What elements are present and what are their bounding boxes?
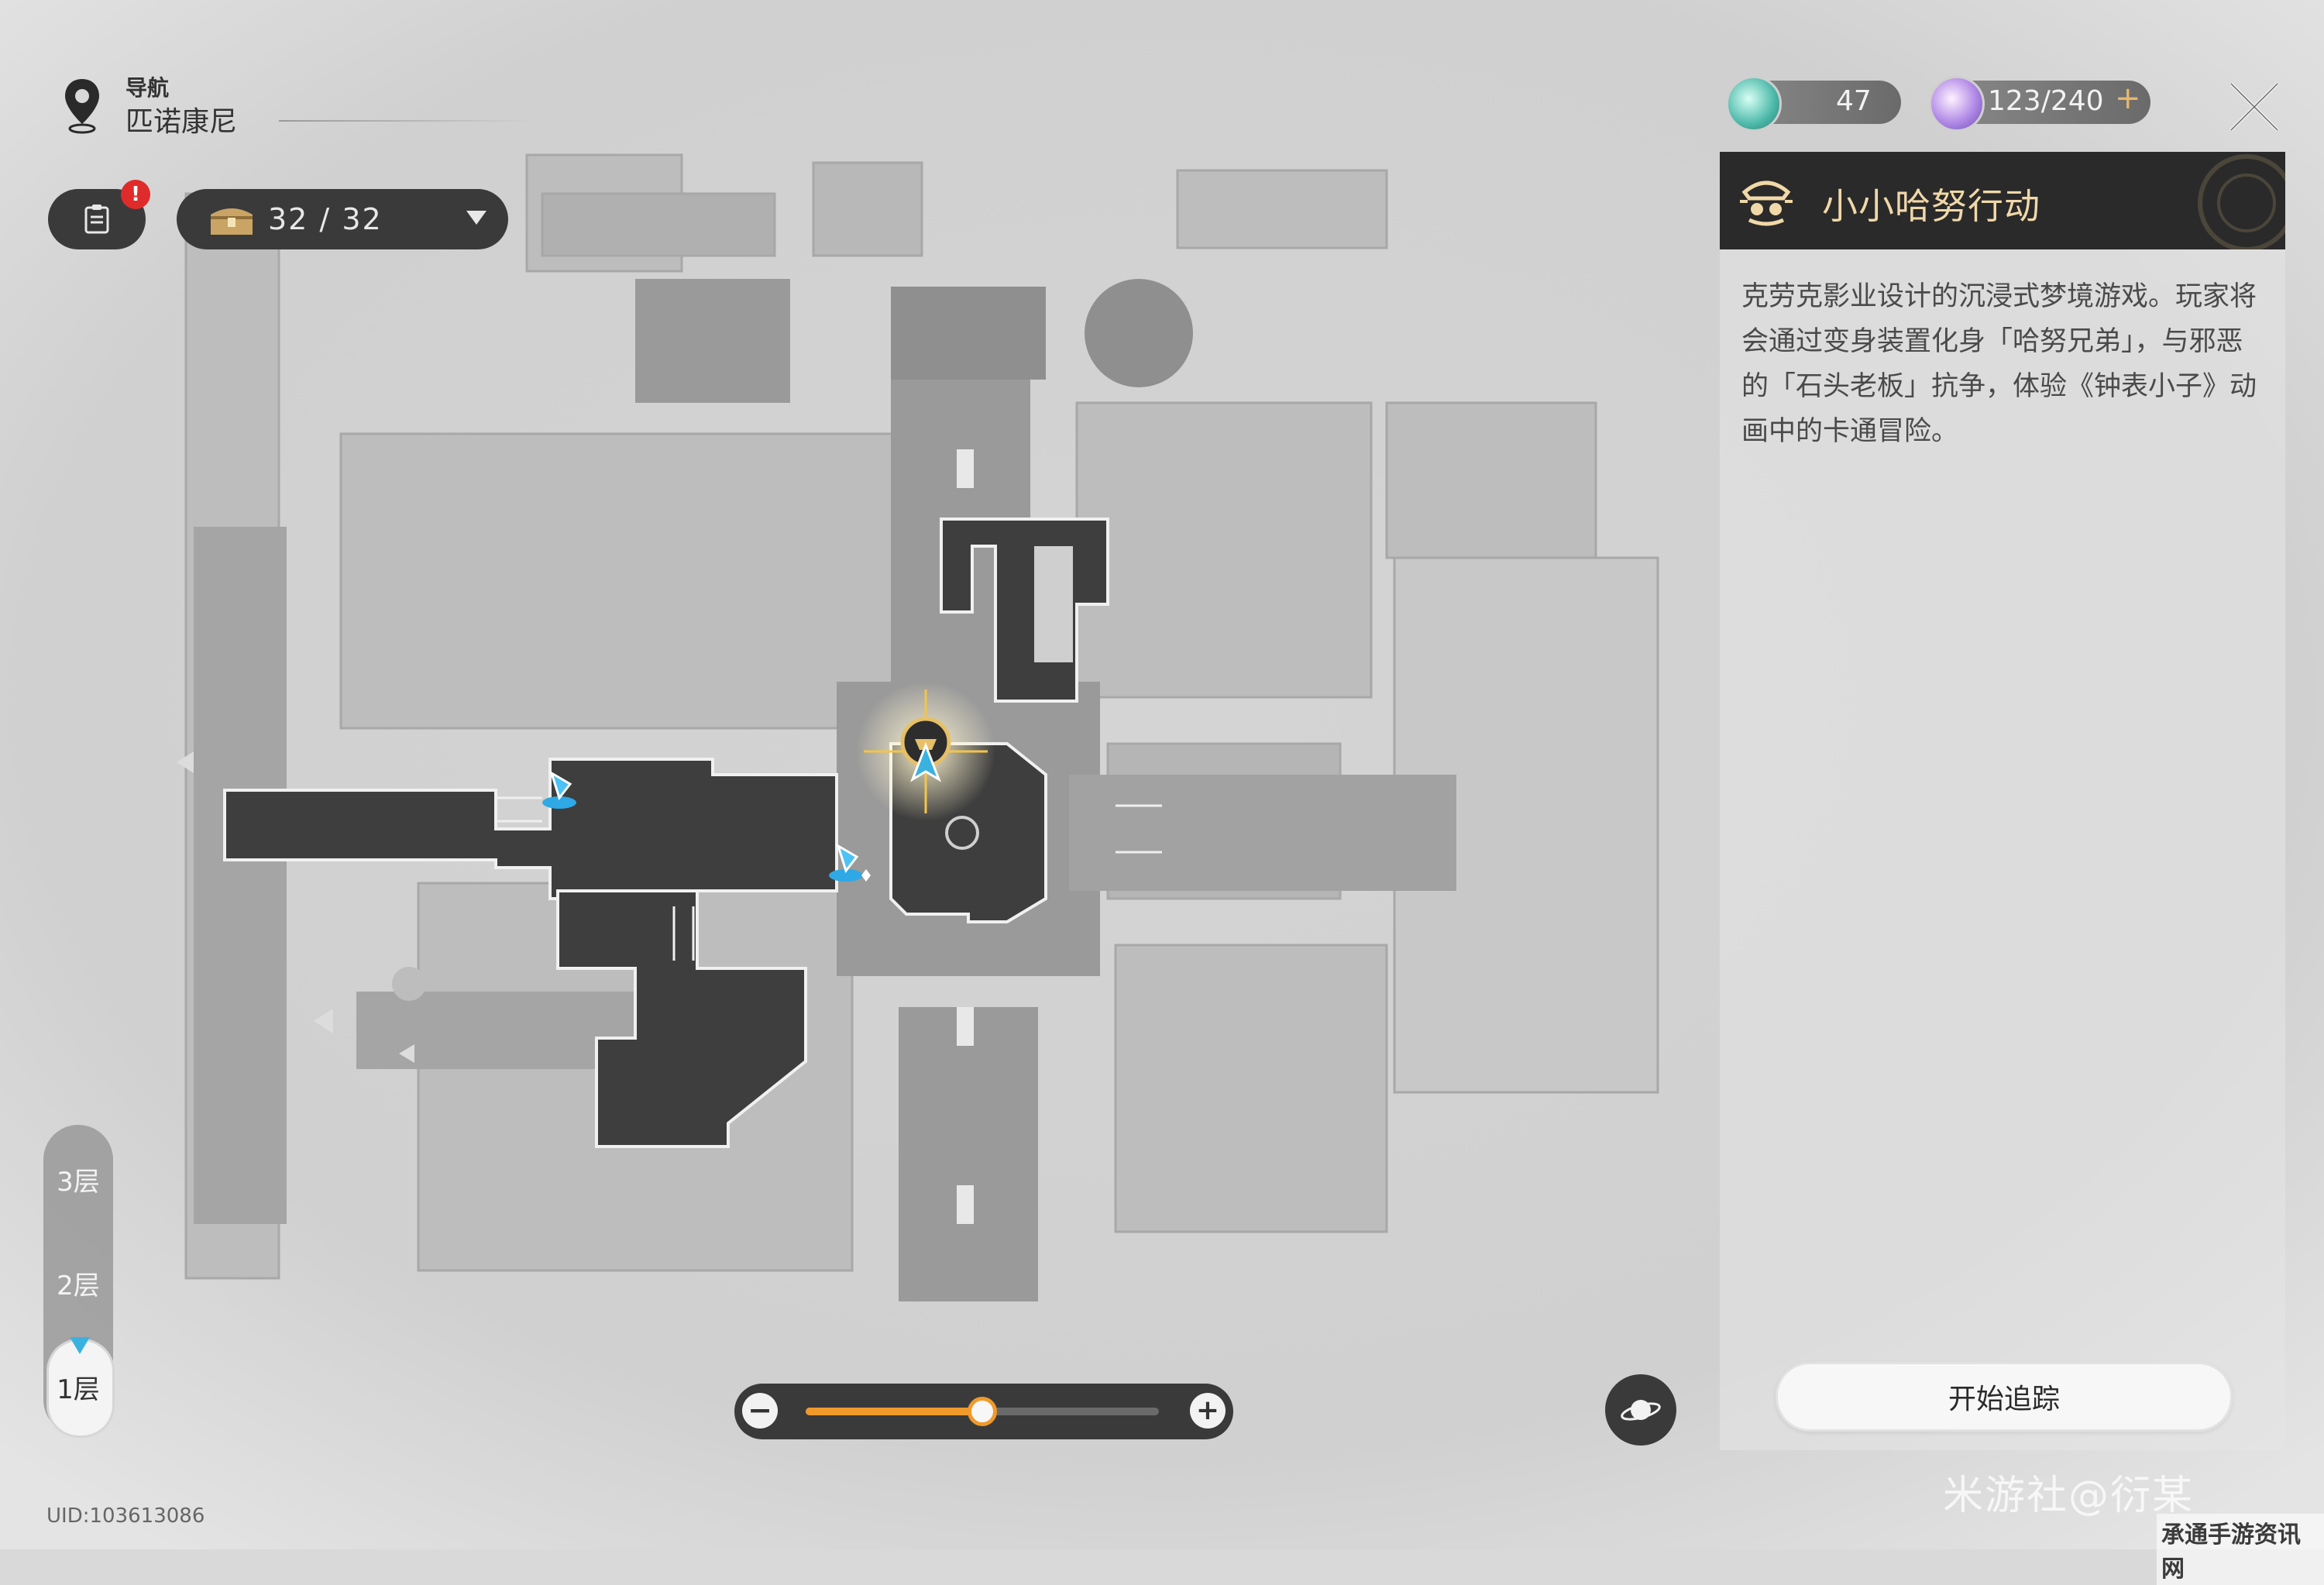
power-icon <box>1929 76 1985 132</box>
map-stairs <box>496 796 1162 961</box>
space-anchor-icon[interactable] <box>829 843 871 882</box>
navigation-label: 导航 <box>125 75 170 101</box>
map-exit-arrows <box>177 751 414 1063</box>
floor-2-button[interactable]: 2层 <box>57 1270 100 1301</box>
chevron-down-icon <box>466 211 486 225</box>
space-anchor-icon[interactable] <box>542 770 576 809</box>
panel-header <box>1720 152 2285 249</box>
panel-decoration-icon <box>2198 154 2285 249</box>
treasure-count: 32 / 32 <box>268 202 383 236</box>
fuel-value: 47 <box>1836 85 1872 117</box>
floor-1-label: 1层 <box>57 1374 100 1405</box>
activity-title: 小小哈努行动 <box>1822 185 2040 227</box>
zoom-slider-handle[interactable] <box>968 1397 997 1426</box>
floor-3-button[interactable]: 3层 <box>57 1167 100 1198</box>
floor-1-button[interactable] <box>46 1339 115 1438</box>
power-value: 123/240 <box>1988 85 2104 117</box>
add-power-button[interactable]: + <box>2115 81 2141 116</box>
details-panel <box>1720 152 2285 1450</box>
activity-description: 克劳克影业设计的沉浸式梦境游戏。玩家将会通过变身装置化身「哈努兄弟」，与邪恶的「… <box>1741 281 2257 447</box>
region-name: 匹诺康尼 <box>125 106 238 138</box>
region-divider <box>279 120 535 122</box>
zoom-out-button[interactable]: − <box>742 1393 778 1429</box>
alert-badge-icon: ! <box>121 180 150 209</box>
treasure-chest-icon <box>211 208 253 235</box>
treasure-filter-dropdown[interactable]: 32 / 32 <box>177 189 508 249</box>
zoom-in-button[interactable]: + <box>1190 1393 1226 1429</box>
current-floor-marker-icon <box>70 1337 90 1354</box>
location-pin-icon <box>65 79 99 134</box>
fuel-icon <box>1726 76 1782 132</box>
watermark-text: 米游社@衍某 <box>1943 1473 2195 1519</box>
close-icon[interactable] <box>2225 77 2284 136</box>
clipboard-icon <box>84 205 109 234</box>
star-map-button[interactable] <box>1605 1374 1676 1446</box>
planet-icon <box>1621 1400 1661 1421</box>
map-inner-cuts <box>392 449 1073 1224</box>
site-logo: 承通手游资讯网 <box>2157 1514 2324 1585</box>
player-location-icon <box>910 741 941 782</box>
zoom-fill <box>806 1408 982 1415</box>
hanu-emblem-icon <box>1740 181 1793 226</box>
start-tracking-button[interactable]: 开始追踪 <box>1776 1362 2233 1432</box>
uid-label: UID:103613086 <box>46 1504 205 1528</box>
